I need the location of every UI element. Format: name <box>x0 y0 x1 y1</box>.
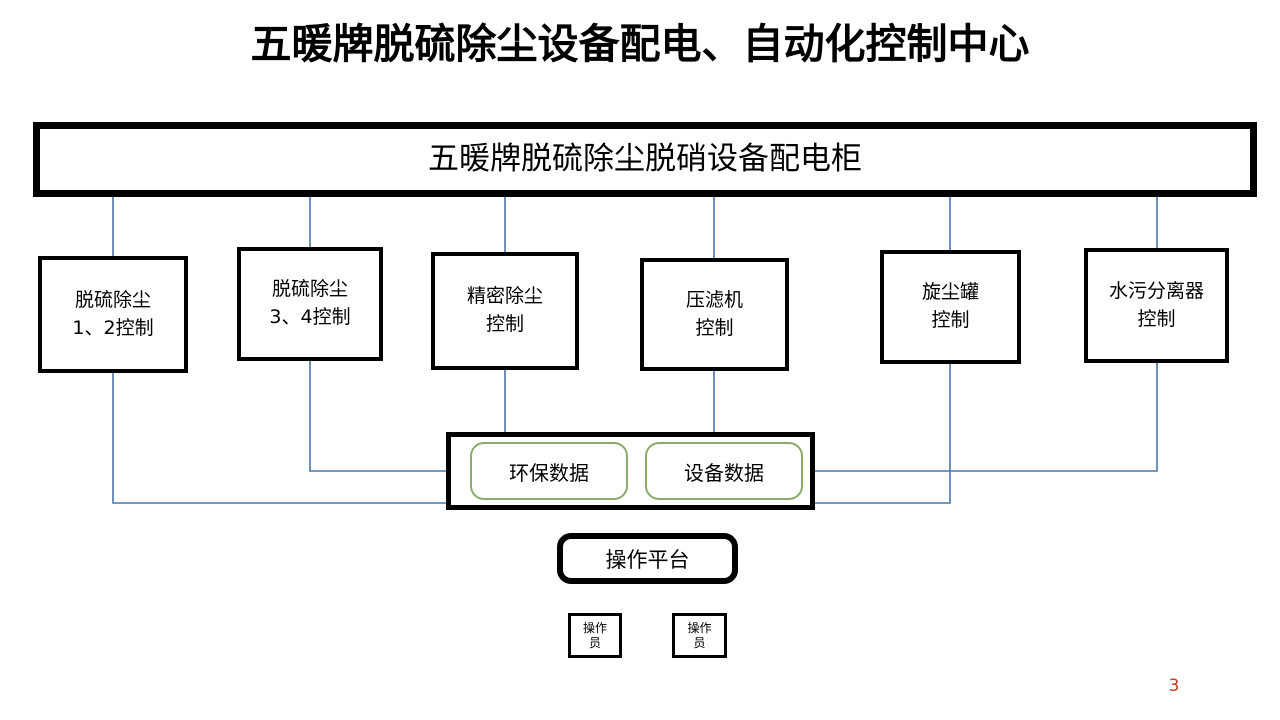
control-box-filter-press[interactable]: 压滤机 控制 <box>640 258 789 371</box>
data-chip-equipment[interactable]: 设备数据 <box>645 442 803 500</box>
control-box-precision-dust[interactable]: 精密除尘 控制 <box>431 252 579 370</box>
data-chip-label: 设备数据 <box>684 460 764 485</box>
control-box-desulfurization-3-4[interactable]: 脱硫除尘 3、4控制 <box>237 247 383 361</box>
page-number: 3 <box>1168 676 1180 696</box>
control-box-label: 压滤机 控制 <box>685 288 743 339</box>
operator-box-2[interactable]: 操作 员 <box>672 613 727 658</box>
operator-box-1[interactable]: 操作 员 <box>568 613 622 658</box>
banner-label: 五暖牌脱硫除尘脱硝设备配电柜 <box>428 140 862 177</box>
control-box-label: 精密除尘 控制 <box>466 285 543 335</box>
connector-line-8 <box>309 361 446 472</box>
operation-platform-label: 操作平台 <box>605 547 690 572</box>
control-box-label: 水污分离器 控制 <box>1108 279 1204 330</box>
connector-line-12 <box>815 363 1158 472</box>
main-distribution-cabinet-banner[interactable]: 五暖牌脱硫除尘脱硝设备配电柜 <box>33 122 1257 197</box>
page-title: 五暖牌脱硫除尘设备配电、自动化控制中心 <box>250 20 1030 68</box>
control-box-label: 脱硫除尘 1、2控制 <box>72 288 154 339</box>
control-box-cyclone-tank[interactable]: 旋尘罐 控制 <box>880 250 1021 364</box>
control-box-label: 脱硫除尘 3、4控制 <box>269 278 351 328</box>
operation-platform[interactable]: 操作平台 <box>557 533 738 584</box>
connector-line-7 <box>112 373 446 504</box>
operator-label: 操作 员 <box>687 620 712 650</box>
connector-line-11 <box>815 364 951 504</box>
data-chip-environmental[interactable]: 环保数据 <box>470 442 628 500</box>
control-box-label: 旋尘罐 控制 <box>921 281 979 331</box>
control-box-desulfurization-1-2[interactable]: 脱硫除尘 1、2控制 <box>38 256 188 373</box>
data-chip-label: 环保数据 <box>509 460 589 485</box>
operator-label: 操作 员 <box>582 620 607 650</box>
control-box-water-separator[interactable]: 水污分离器 控制 <box>1084 248 1229 363</box>
